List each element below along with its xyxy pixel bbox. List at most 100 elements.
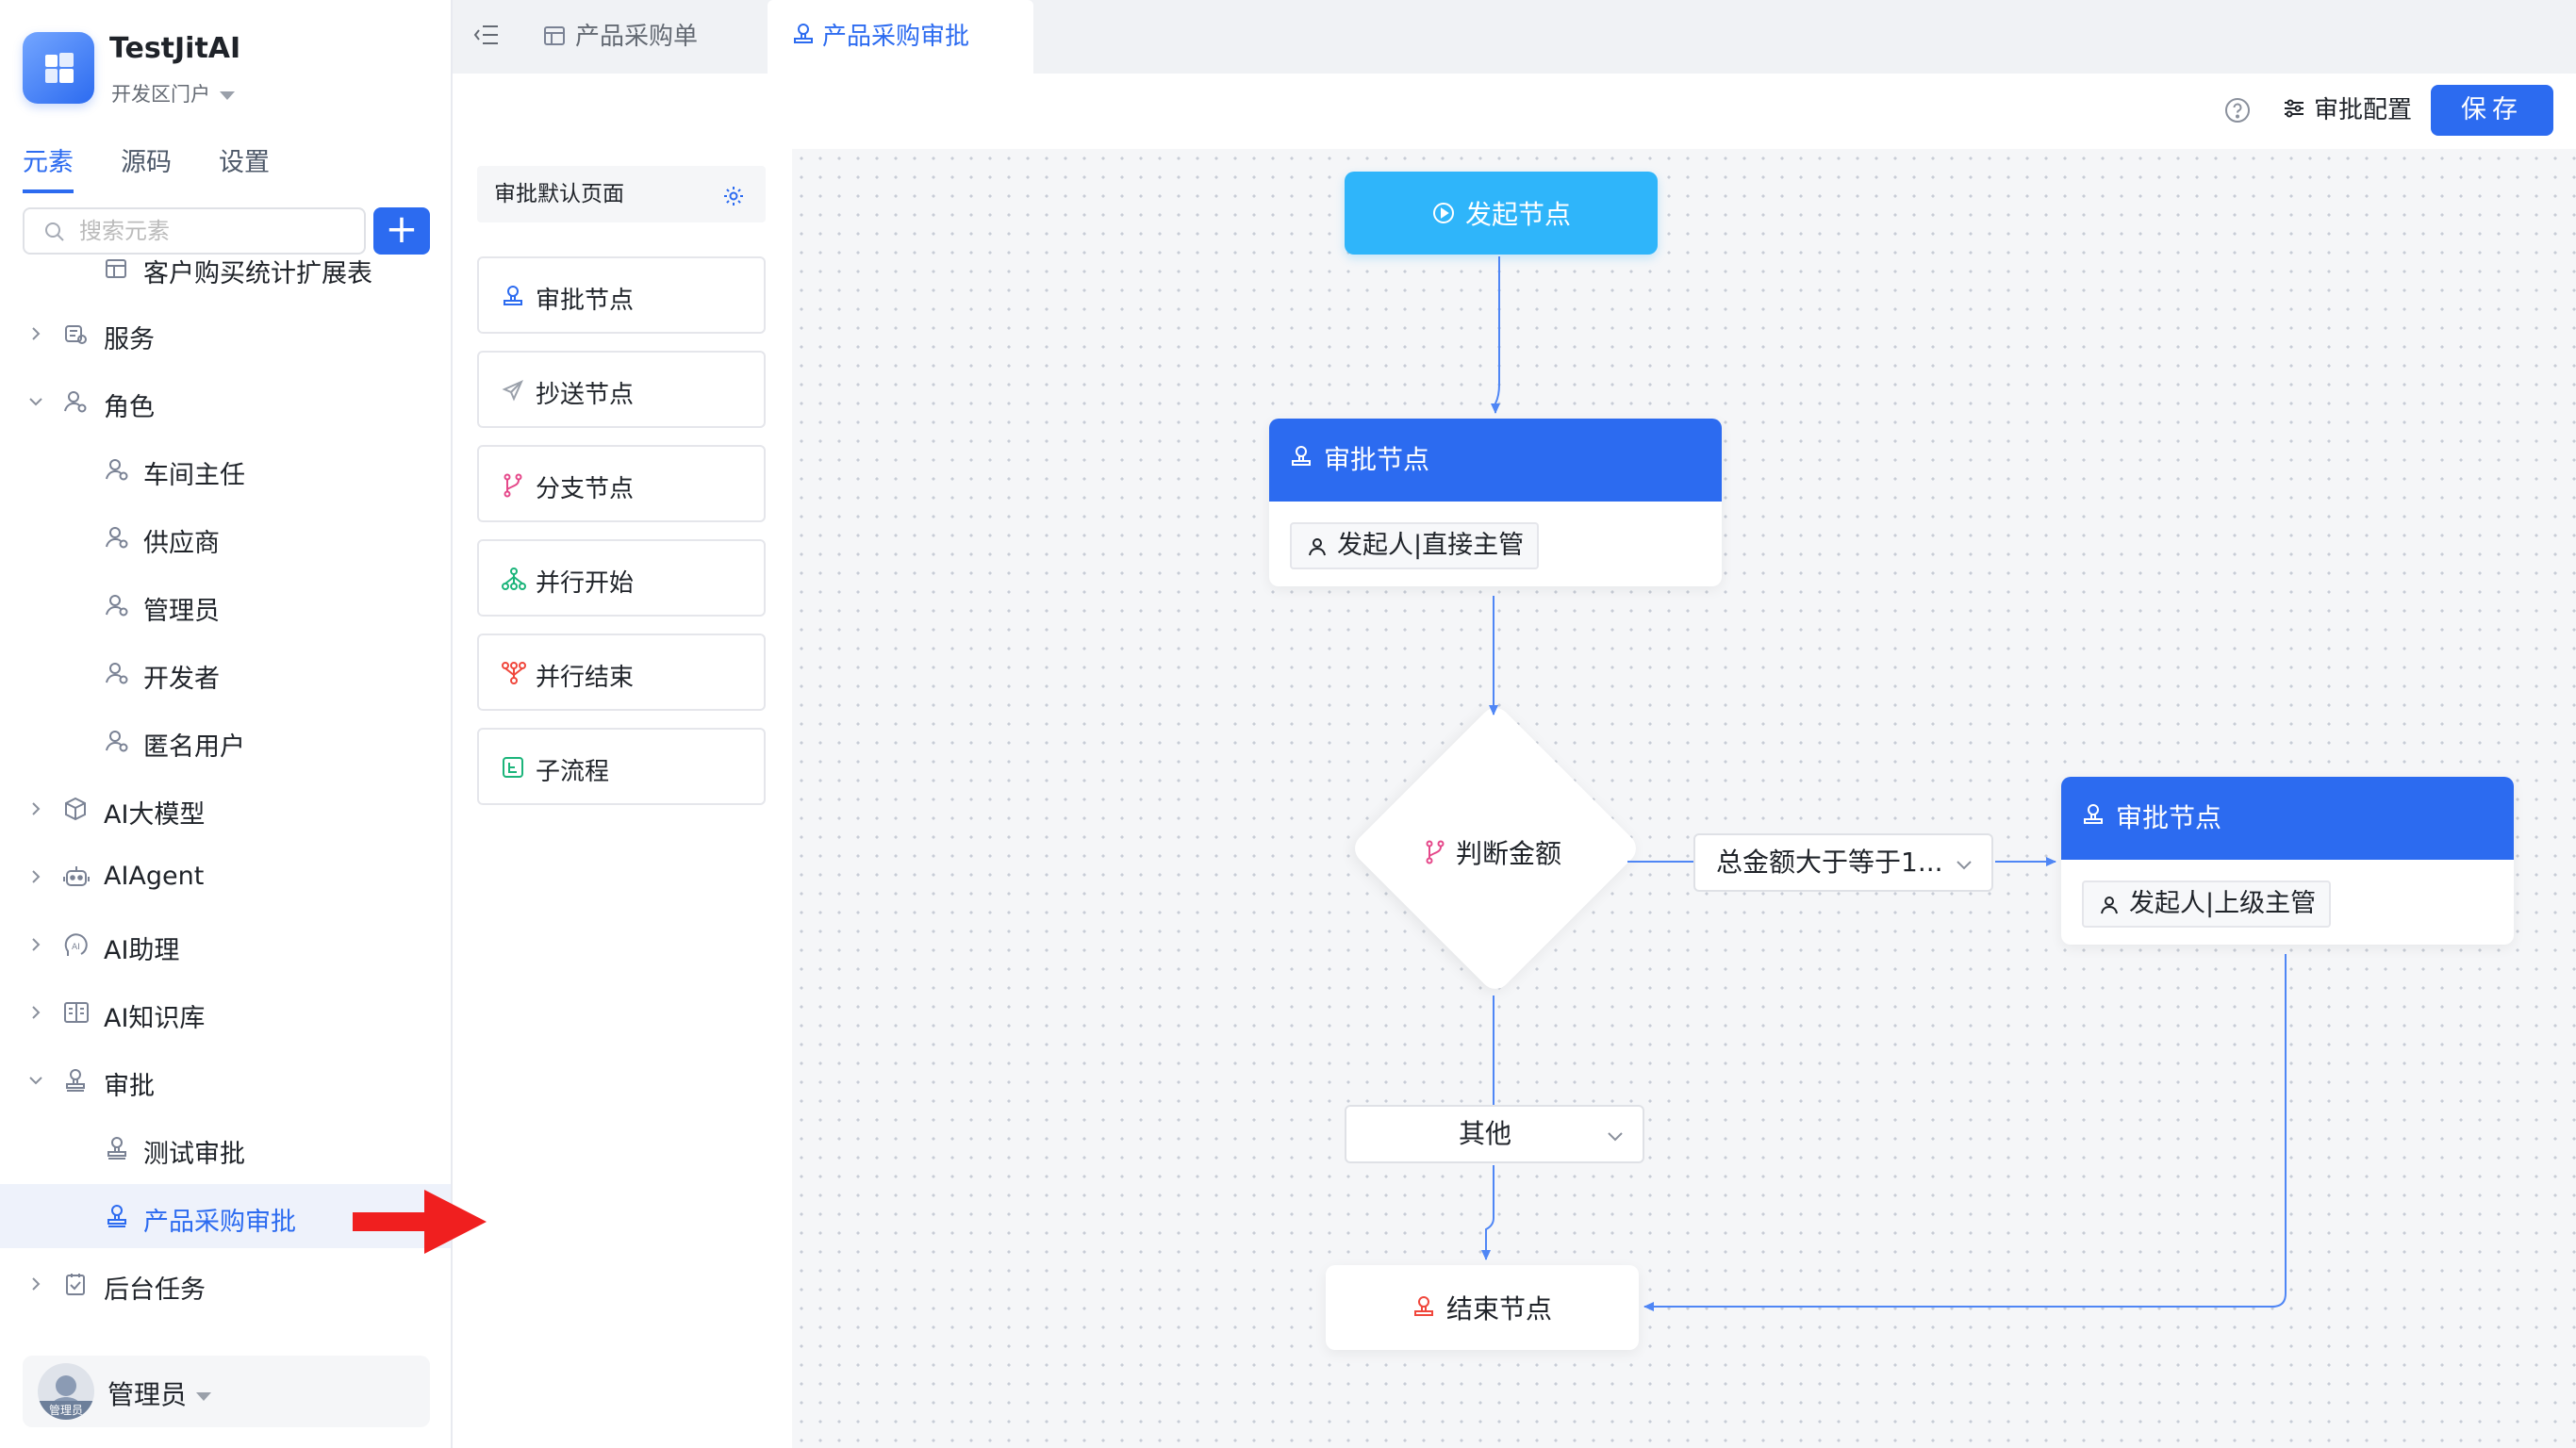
- tree-item-anonymous[interactable]: 匿名用户: [0, 709, 451, 773]
- role-icon: [104, 660, 130, 686]
- chevron-right-icon: [26, 935, 45, 954]
- branch-icon: [1424, 840, 1446, 864]
- tab-product-purchase-order[interactable]: 产品采购单: [543, 0, 732, 74]
- tree-item-ai-assistant[interactable]: AI AI助理: [0, 913, 451, 977]
- tab-product-purchase-approval[interactable]: 产品采购审批: [768, 0, 1033, 74]
- end-node[interactable]: 结束节点: [1326, 1265, 1639, 1350]
- gear-icon[interactable]: [722, 185, 745, 207]
- branch-node-label[interactable]: 判断金额: [1424, 833, 1561, 871]
- cube-icon: [62, 796, 89, 822]
- start-node[interactable]: 发起节点: [1345, 172, 1658, 255]
- task-icon: [62, 1271, 89, 1297]
- play-circle-icon: [1431, 201, 1456, 225]
- search-placeholder: 搜索元素: [79, 218, 170, 244]
- palette-parallel-end[interactable]: 并行结束: [477, 634, 766, 711]
- help-icon[interactable]: [2223, 96, 2252, 124]
- stamp-icon: [1290, 445, 1313, 469]
- settings-sliders-icon: [2282, 96, 2306, 121]
- palette-approval-node[interactable]: 审批节点: [477, 256, 766, 334]
- user-menu[interactable]: 管理员 管理员: [23, 1356, 430, 1427]
- tree-item-ai-knowledge[interactable]: AI知识库: [0, 980, 451, 1045]
- chevron-right-icon: [26, 324, 45, 343]
- chevron-down-icon: [1954, 854, 1974, 875]
- node-palette: 审批默认页面 审批节点 抄送节点 分支节点 并行开始 并行结束 子流程: [453, 149, 792, 1448]
- caret-down-icon: [196, 1391, 212, 1401]
- tree-item-background-task[interactable]: 后台任务: [0, 1252, 451, 1316]
- user-name: 管理员: [107, 1374, 212, 1412]
- table-icon: [543, 25, 566, 47]
- chevron-down-icon: [1605, 1126, 1626, 1146]
- condition-select-amount[interactable]: 总金额大于等于1...: [1693, 833, 1993, 892]
- subprocess-icon: [502, 756, 524, 779]
- portal-selector[interactable]: 开发区门户: [111, 79, 235, 107]
- chevron-down-icon: [26, 392, 45, 411]
- tree-item-supplier[interactable]: 供应商: [0, 505, 451, 569]
- stamp-icon: [62, 1067, 89, 1094]
- palette-subprocess[interactable]: 子流程: [477, 728, 766, 805]
- parallel-end-icon: [502, 662, 526, 684]
- tab-bar: 产品采购单 产品采购审批: [453, 0, 2576, 74]
- stamp-icon: [2082, 803, 2105, 828]
- tab-settings[interactable]: 设置: [219, 148, 270, 177]
- palette-cc-node[interactable]: 抄送节点: [477, 351, 766, 428]
- approval-node-header: 审批节点: [1269, 419, 1722, 502]
- role-icon: [62, 388, 89, 415]
- send-icon: [502, 379, 524, 402]
- role-icon: [104, 728, 130, 754]
- tree-item-event[interactable]: 事件: [0, 1320, 451, 1339]
- app-logo: [23, 32, 94, 104]
- chevron-right-icon: [26, 799, 45, 818]
- tree-item-developer[interactable]: 开发者: [0, 641, 451, 705]
- palette-title: 审批默认页面: [477, 166, 766, 222]
- add-element-button[interactable]: +: [373, 207, 430, 255]
- stamp-icon: [104, 1135, 130, 1161]
- save-button[interactable]: 保存: [2431, 85, 2553, 136]
- approval-node-2[interactable]: 审批节点 发起人|上级主管: [2061, 777, 2514, 945]
- assignee-chip: 发起人|直接主管: [1290, 522, 1540, 569]
- tab-elements[interactable]: 元素: [23, 141, 74, 193]
- chevron-right-icon: [26, 1003, 45, 1022]
- book-icon: [62, 999, 91, 1026]
- collapse-sidebar-icon[interactable]: [473, 23, 500, 47]
- chevron-right-icon: [26, 867, 45, 886]
- palette-parallel-start[interactable]: 并行开始: [477, 539, 766, 617]
- tree-item-approval[interactable]: 审批: [0, 1048, 451, 1112]
- tree-item-customer-stats[interactable]: 客户购买统计扩展表: [0, 236, 451, 300]
- stamp-icon: [104, 1203, 130, 1229]
- branch-icon: [502, 473, 524, 498]
- parallel-start-icon: [502, 568, 526, 590]
- chevron-right-icon: [26, 1275, 45, 1293]
- condition-select-other[interactable]: 其他: [1345, 1105, 1644, 1163]
- approval-config-button[interactable]: 审批配置: [2282, 90, 2412, 125]
- ai-assistant-icon: AI: [62, 931, 91, 960]
- stamp-icon: [792, 23, 815, 47]
- search-icon: [43, 221, 66, 243]
- search-input[interactable]: 搜索元素: [23, 207, 366, 255]
- portal-name: 开发区门户: [111, 83, 210, 106]
- palette-branch-node[interactable]: 分支节点: [477, 445, 766, 522]
- tree-item-ai-agent[interactable]: AIAgent: [0, 845, 451, 909]
- svg-text:AI: AI: [72, 943, 80, 952]
- tree-item-ai-model[interactable]: AI大模型: [0, 777, 451, 841]
- sidebar-tabs: 元素 源码 设置: [23, 141, 270, 193]
- tab-source[interactable]: 源码: [121, 148, 172, 177]
- approval-node-1[interactable]: 审批节点 发起人|直接主管: [1269, 419, 1722, 586]
- tree-item-roles[interactable]: 角色: [0, 370, 451, 434]
- tree-item-workshop-director[interactable]: 车间主任: [0, 437, 451, 502]
- service-icon: [62, 321, 89, 347]
- stamp-icon: [1412, 1295, 1435, 1320]
- role-icon: [104, 524, 130, 551]
- element-tree: 客户购买统计扩展表 服务 角色 车间主任 供应商 管理员 开发者: [0, 236, 451, 1339]
- sidebar: TestJitAI 开发区门户 元素 源码 设置 客户购买统计扩展表 服务 角色…: [0, 0, 453, 1448]
- stamp-icon: [502, 285, 524, 309]
- chevron-down-icon: [26, 1071, 45, 1090]
- tree-item-service[interactable]: 服务: [0, 302, 451, 366]
- tree-item-admin[interactable]: 管理员: [0, 573, 451, 637]
- red-arrow-annotation: [353, 1190, 487, 1254]
- avatar: 管理员: [38, 1363, 94, 1420]
- role-icon: [104, 592, 130, 618]
- tree-item-test-approval[interactable]: 测试审批: [0, 1116, 451, 1180]
- robot-icon: [62, 864, 91, 890]
- assignee-chip: 发起人|上级主管: [2082, 880, 2332, 928]
- toolbar: 审批配置 保存: [453, 74, 2576, 149]
